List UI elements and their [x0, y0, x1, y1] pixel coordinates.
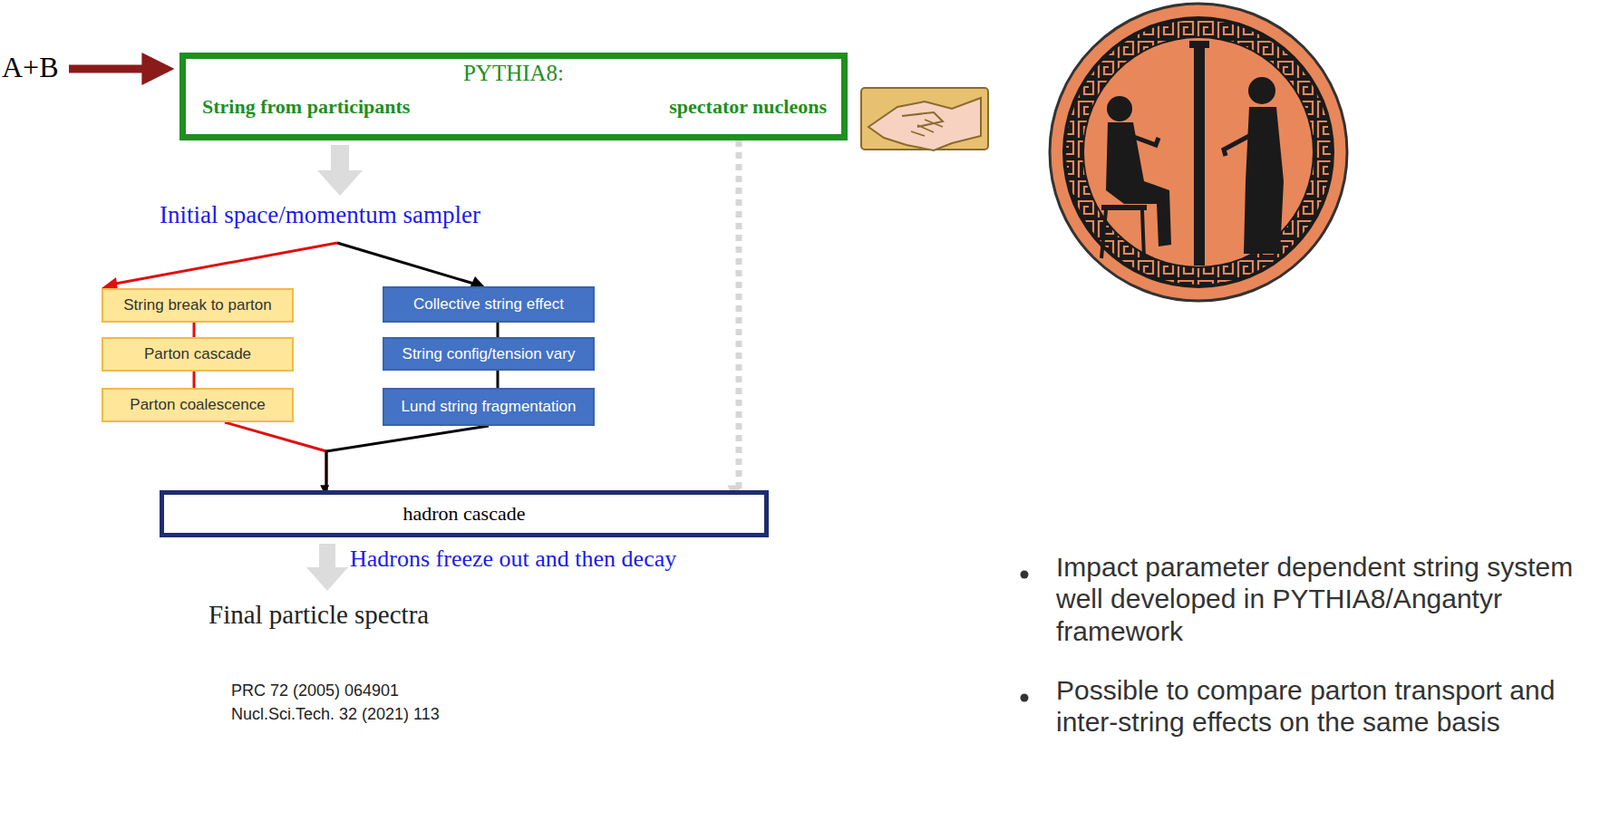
box-label: hadron cascade — [403, 502, 526, 526]
process-box: String config/tension vary — [382, 337, 595, 371]
box-label: Lund string fragmentation — [401, 397, 577, 417]
connector — [736, 140, 743, 491]
grey-arrow — [306, 543, 349, 592]
bullet-text: Possible to compare parton transport and… — [1056, 674, 1587, 739]
stage-label: Initial space/momentum sampler — [159, 201, 481, 230]
reference: Nucl.Sci.Tech. 32 (2021) 113 — [231, 705, 440, 725]
split-red — [110, 242, 338, 285]
process-box: Parton coalescence — [101, 387, 294, 423]
connector — [496, 370, 500, 388]
reference: PRC 72 (2005) 064901 — [231, 681, 399, 701]
box-label: String config/tension vary — [402, 345, 576, 364]
split-black — [337, 242, 477, 285]
stage-label: Hadrons freeze out and then decay — [349, 545, 677, 573]
box-label: String break to parton — [123, 296, 272, 315]
input-arrow — [68, 65, 162, 74]
connector — [496, 322, 500, 338]
output-label: Final particle spectra — [208, 600, 429, 631]
bullet-text: Impact parameter dependent string system… — [1056, 551, 1587, 648]
input-label: A+B — [1, 50, 59, 85]
bullet-dot — [1020, 571, 1029, 580]
cascade-box: hadron cascade — [159, 490, 769, 538]
process-box: Collective string effect — [382, 286, 595, 323]
vase-tondo — [1049, 3, 1348, 301]
box-label: Collective string effect — [413, 295, 564, 314]
bullet-dot — [1020, 694, 1029, 703]
box-subtitle: String from participants — [202, 95, 410, 119]
connector — [224, 422, 327, 491]
box-title: PYTHIA8: — [185, 60, 842, 87]
box-label: Parton cascade — [144, 345, 252, 364]
process-box: Parton cascade — [101, 337, 294, 372]
connector — [326, 426, 489, 491]
process-box: String break to parton — [101, 288, 294, 323]
box-label: Parton coalescence — [129, 396, 265, 415]
handshake-icon — [861, 87, 989, 151]
box-subtitle: spectator nucleons — [669, 95, 827, 119]
connector — [193, 322, 196, 338]
pythia-box: PYTHIA8: String from participants spectato… — [179, 52, 848, 141]
connector — [193, 371, 196, 388]
process-box: Lund string fragmentation — [382, 387, 595, 427]
grey-arrow — [317, 145, 363, 196]
